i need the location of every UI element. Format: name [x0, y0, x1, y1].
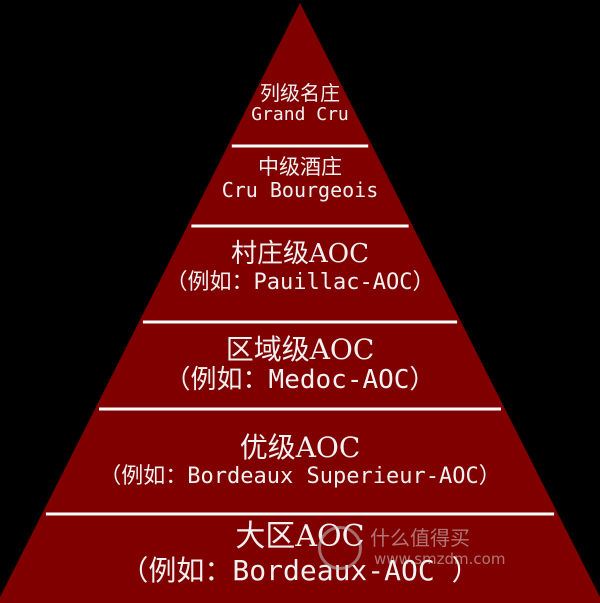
tier-village-aoc: 村庄级AOC （例如：Pauillac-AOC） — [0, 239, 600, 295]
tier-label-en: （例如：Bordeaux Superieur-AOC） — [99, 464, 501, 490]
tier-label-zh: 优级AOC — [239, 431, 361, 464]
pyramid-shape — [0, 3, 600, 603]
tier-superieur-aoc: 优级AOC （例如：Bordeaux Superieur-AOC） — [0, 431, 600, 490]
tier-grand-cru: 列级名庄 Grand Cru — [0, 82, 600, 126]
tier-label-en: Grand Cru — [251, 104, 349, 125]
tier-label-zh: 大区AOC — [235, 519, 365, 554]
tier-label-zh: 中级酒庄 — [258, 155, 342, 179]
tier-label-zh: 村庄级AOC — [231, 239, 369, 269]
tier-label-en: （例如：Medoc-AOC） — [164, 365, 436, 396]
tier-label-zh: 列级名庄 — [260, 81, 340, 105]
tier-label-en: （例如：Bordeaux-AOC ） — [120, 553, 480, 587]
tier-bordeaux-aoc: 大区AOC （例如：Bordeaux-AOC ） — [0, 519, 600, 587]
tier-regional-aoc: 区域级AOC （例如：Medoc-AOC） — [0, 333, 600, 396]
tier-dividers — [45, 144, 555, 516]
tier-label-en: （例如：Pauillac-AOC） — [165, 269, 435, 295]
tier-label-zh: 区域级AOC — [225, 333, 375, 366]
tier-cru-bourgeois: 中级酒庄 Cru Bourgeois — [0, 155, 600, 202]
tier-label-en: Cru Bourgeois — [221, 178, 379, 203]
